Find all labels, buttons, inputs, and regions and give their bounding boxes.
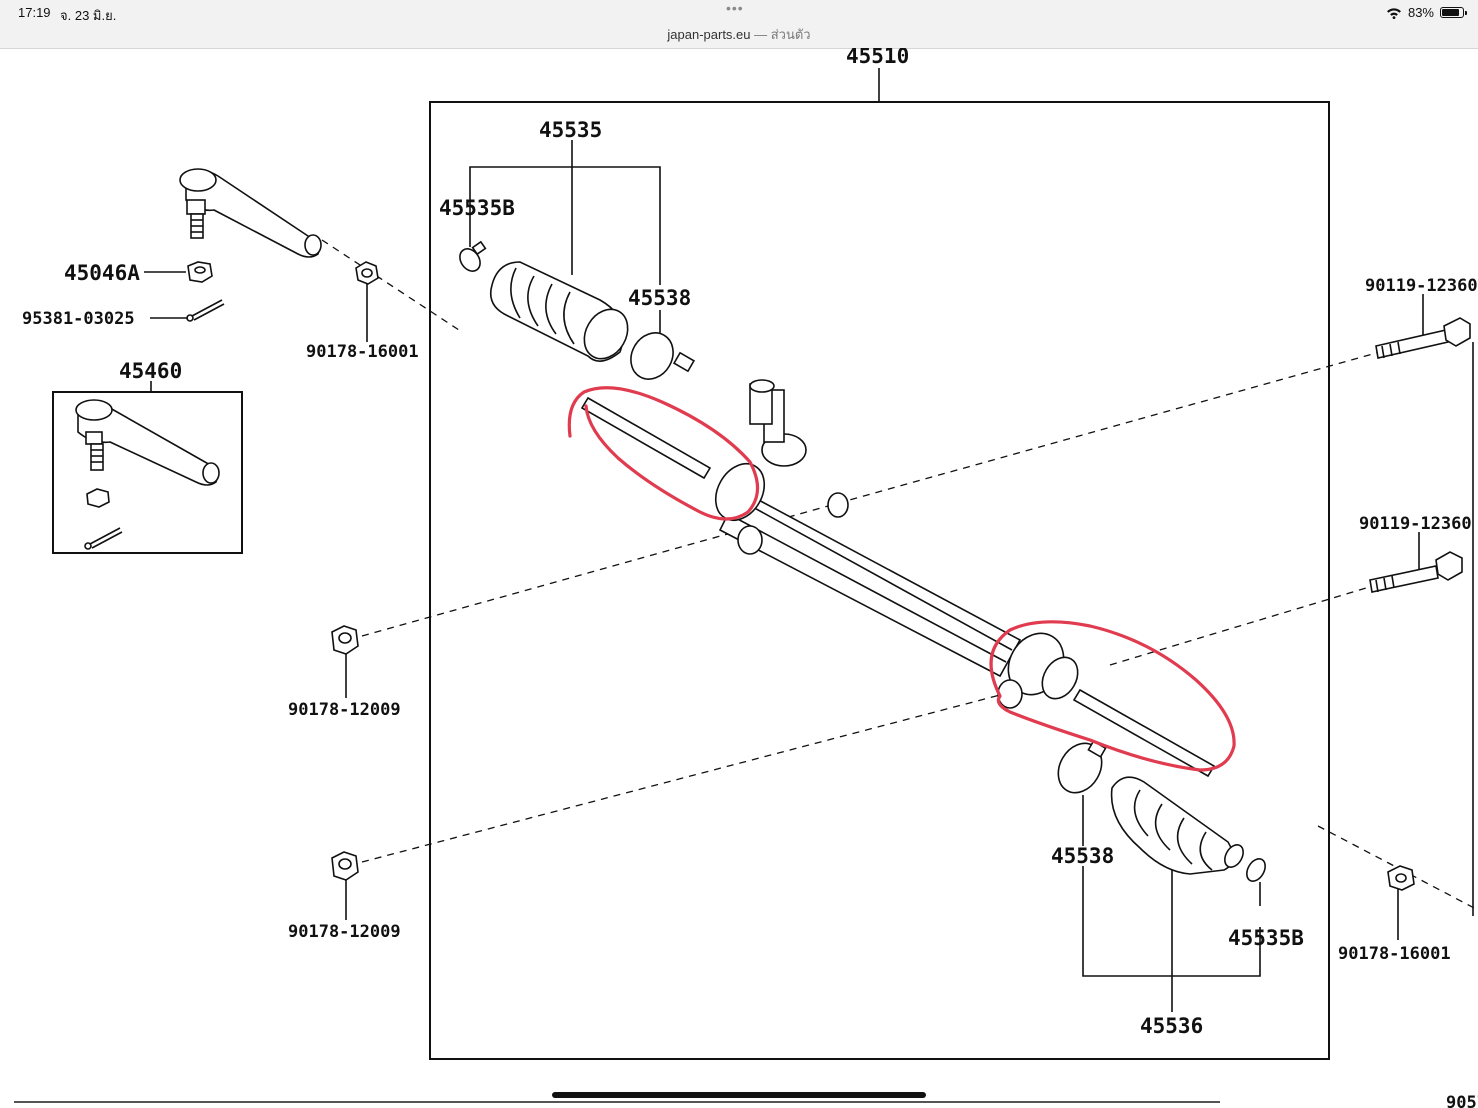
- label-45460: 45460: [119, 359, 182, 383]
- label-90119-12360-upper: 90119-12360: [1365, 276, 1478, 296]
- flange-nut-upper-icon: [331, 625, 359, 655]
- page-divider: [14, 1101, 1220, 1103]
- address-bar[interactable]: japan-parts.eu — ส่วนตัว: [0, 24, 1478, 45]
- boot-assembly-top: [459, 240, 696, 380]
- flange-bolt-upper-icon: [1375, 317, 1471, 359]
- label-cut-off-corner: 9057: [1446, 1093, 1478, 1108]
- status-right-group: 83%: [1386, 5, 1467, 20]
- label-90178-12009-lower: 90178-12009: [288, 922, 401, 942]
- hex-nut-icon: [187, 261, 213, 283]
- label-90178-12009-upper: 90178-12009: [288, 700, 401, 720]
- label-45535b-bottom: 45535B: [1228, 926, 1304, 950]
- boot-assembly-bottom: [1057, 740, 1415, 891]
- label-45536: 45536: [1140, 1014, 1203, 1038]
- tie-rod-set-frame: [52, 391, 243, 554]
- label-95381-03025: 95381-03025: [22, 309, 135, 329]
- label-45535b-top: 45535B: [439, 196, 515, 220]
- status-date: จ. 23 มิ.ย.: [60, 8, 117, 23]
- steering-rack-body: [580, 379, 1216, 778]
- private-mode-label: — ส่วนตัว: [750, 27, 811, 42]
- highlight-left-inner-tie-rod: [567, 386, 760, 521]
- battery-icon: [1440, 7, 1467, 18]
- label-90178-16001-top: 90178-16001: [306, 342, 419, 362]
- battery-percent: 83%: [1407, 5, 1434, 20]
- steering-rack-diagram-svg: 45510 45535 45535B 45538 45046A 95381-03…: [22, 48, 1478, 1108]
- label-90119-12360-lower: 90119-12360: [1359, 514, 1472, 534]
- label-45538-bottom: 45538: [1051, 844, 1114, 868]
- tie-rod-end-set: [75, 399, 220, 550]
- highlight-circles: [567, 386, 1236, 772]
- browser-status-bar: 17:19 จ. 23 มิ.ย. ••• japan-parts.eu — ส…: [0, 0, 1478, 49]
- highlight-right-inner-tie-rod: [989, 620, 1236, 772]
- label-45510: 45510: [846, 48, 909, 68]
- parts-diagram: 45510 45535 45535B 45538 45046A 95381-03…: [0, 48, 1478, 1108]
- flange-nut-lower-icon: [331, 851, 359, 881]
- multitasking-dots[interactable]: •••: [726, 0, 744, 16]
- status-time: 17:19: [18, 5, 51, 20]
- home-indicator[interactable]: [552, 1092, 926, 1098]
- url-text: japan-parts.eu: [667, 27, 751, 42]
- flange-bolt-lower-icon: [1369, 551, 1463, 593]
- label-90178-16001-bottom: 90178-16001: [1338, 944, 1451, 964]
- wifi-icon: [1386, 7, 1401, 19]
- label-45046a: 45046A: [64, 261, 140, 285]
- tie-rod-end-top: [179, 168, 322, 258]
- label-45535: 45535: [539, 118, 602, 142]
- castle-nut-icon: [355, 261, 379, 285]
- cotter-pin-icon: [186, 299, 225, 322]
- label-45538-top: 45538: [628, 286, 691, 310]
